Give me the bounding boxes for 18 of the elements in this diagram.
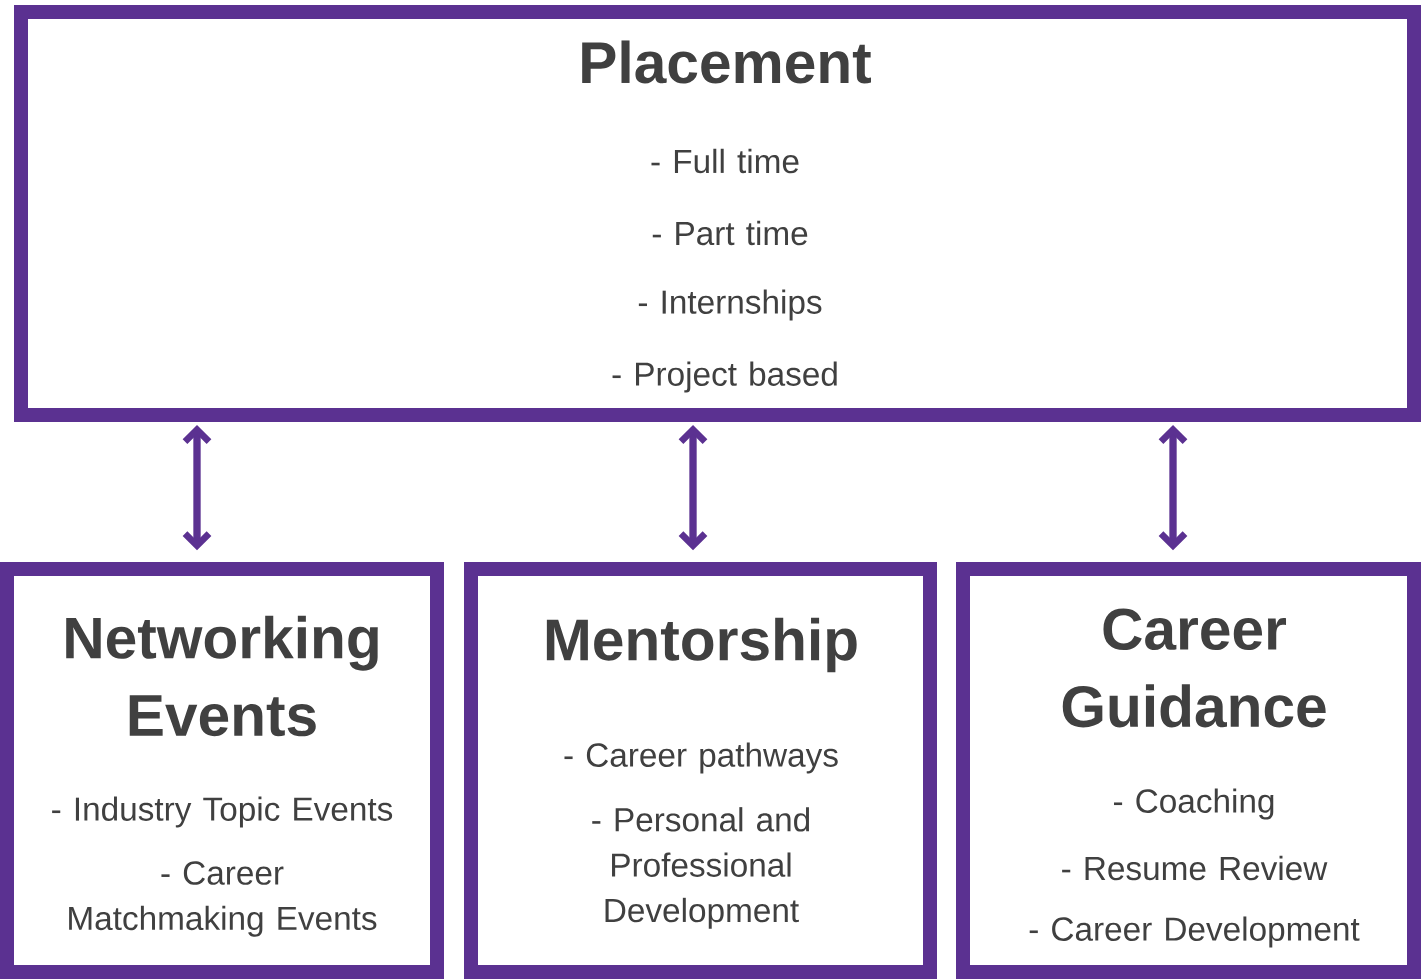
box-heading: Mentorship (546, 617, 857, 673)
list-item: - Coaching (1113, 788, 1274, 820)
list-item: - Industry Topic Events (52, 796, 393, 828)
list-item: - Internships (638, 289, 822, 321)
box-heading: Career Guidance (1062, 608, 1326, 728)
box-heading: Placement (582, 40, 871, 84)
list-item: - Career Development (1029, 916, 1360, 948)
list-item: - Personal and Professional Development (592, 807, 810, 929)
list-item: - Project based (612, 361, 837, 393)
list-item: - Full time (651, 148, 799, 174)
list-item: - Part time (652, 220, 808, 246)
double-arrow (1158, 425, 1188, 551)
double-arrow (678, 425, 708, 551)
list-item: - Career Matchmaking Events (69, 861, 377, 937)
list-item: - Career pathways (564, 742, 838, 774)
box-heading: Networking Events (66, 615, 378, 737)
list-item: - Resume Review (1062, 855, 1328, 881)
double-arrow (182, 425, 212, 551)
